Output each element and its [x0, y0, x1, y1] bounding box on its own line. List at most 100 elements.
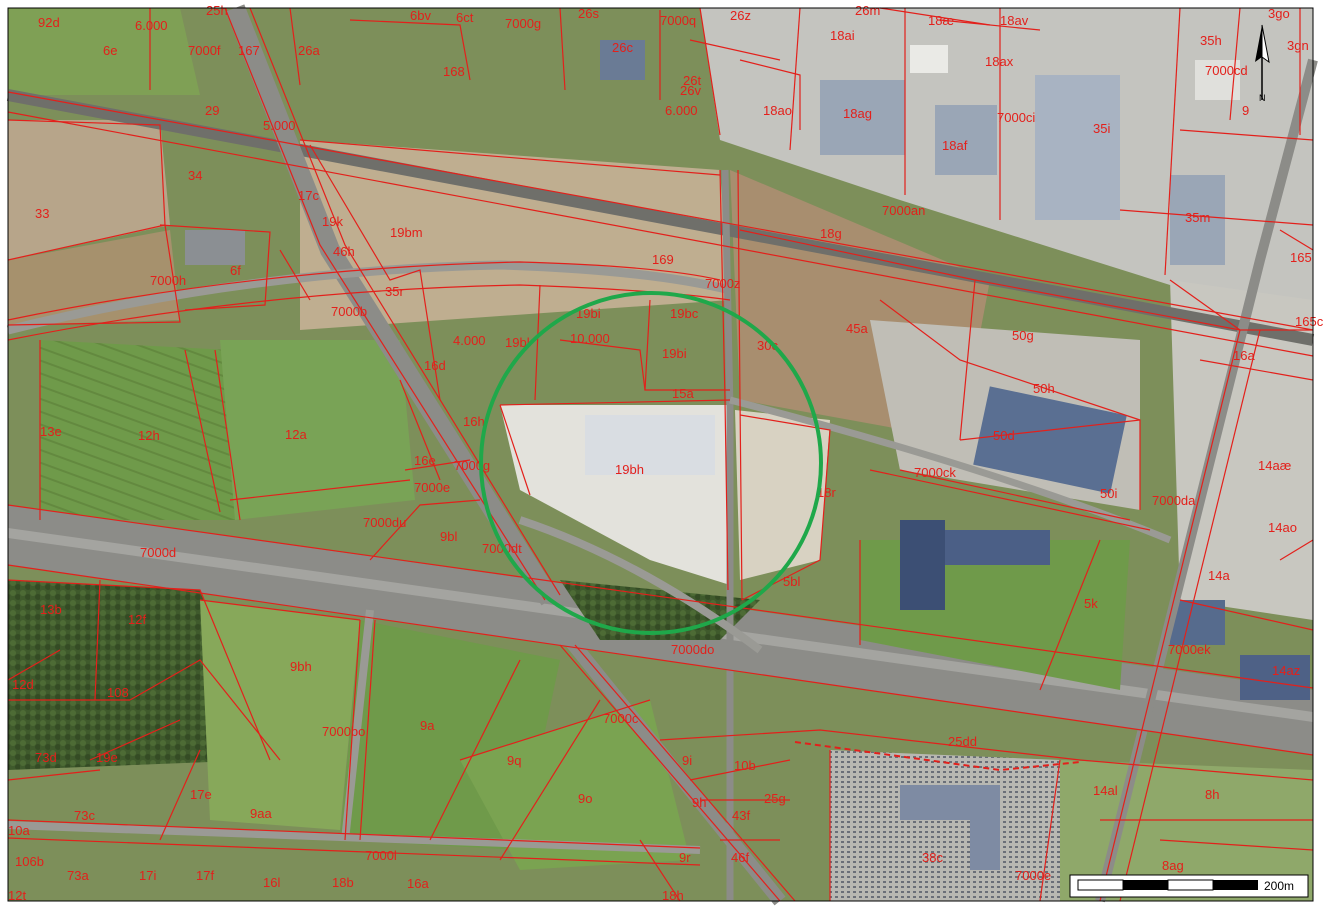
parcel-label: 14ao [1268, 520, 1297, 535]
parcel-label: 18g [820, 226, 842, 241]
parcel-label: 12d [12, 677, 34, 692]
parcel-label: 7000cd [1205, 63, 1248, 78]
parcel-label: 19e [96, 750, 118, 765]
parcel-label: 9aa [250, 806, 272, 821]
parcel-label: 12h [138, 428, 160, 443]
parcel-label: 17e [190, 787, 212, 802]
parcel-label: 9bl [440, 529, 457, 544]
parcel-label: 45a [846, 321, 868, 336]
parcel-label: 13b [40, 602, 62, 617]
parcel-label: 108 [107, 685, 129, 700]
parcel-label: 16l [263, 875, 280, 890]
scale-bar-label: 200m [1264, 879, 1294, 893]
parcel-label: 92d [38, 15, 60, 30]
parcel-label: 7000bo [322, 724, 365, 739]
parcel-label: 19bh [615, 462, 644, 477]
parcel-label: 7000ek [1168, 642, 1211, 657]
aerial-imagery [6, 4, 1318, 906]
parcel-label: 7000f [188, 43, 221, 58]
parcel-label: 15a [672, 386, 694, 401]
parcel-label: 18af [942, 138, 968, 153]
parcel-label: 17f [196, 868, 214, 883]
parcel-label: 43f [732, 808, 750, 823]
parcel-label: 26m [855, 3, 880, 18]
parcel-label: 7000g [505, 16, 541, 31]
parcel-label: 12a [285, 427, 307, 442]
parcel-label: 7000da [1152, 493, 1196, 508]
parcel-label: 14al [1093, 783, 1118, 798]
parcel-label: 17i [139, 868, 156, 883]
parcel-boundaries [7, 7, 1314, 902]
parcel-label: 73d [35, 750, 57, 765]
parcel-label: 14a [1208, 568, 1230, 583]
parcel-label: 7000g [454, 458, 490, 473]
parcel-label: 9h [692, 795, 706, 810]
scale-bar: 200m [1069, 874, 1309, 898]
parcel-label: 73c [74, 808, 95, 823]
parcel-label: 18b [332, 875, 354, 890]
parcel-label: 10a [8, 823, 30, 838]
parcel-label: 9bh [290, 659, 312, 674]
parcel-label: 50d [993, 428, 1015, 443]
parcel-label: 165 [1290, 250, 1312, 265]
parcel-label: 6e [103, 43, 117, 58]
parcel-label: 168 [443, 64, 465, 79]
parcel-label: 16e [414, 453, 436, 468]
parcel-label: 29 [205, 103, 219, 118]
parcel-label: 25g [764, 791, 786, 806]
parcel-label: 3go [1268, 6, 1290, 21]
parcel-label: 7000b [331, 304, 367, 319]
parcel-label: 3gn [1287, 38, 1309, 53]
parcel-label: 50i [1100, 486, 1117, 501]
parcel-label: 25dd [948, 734, 977, 749]
parcel-label: 7000d [140, 545, 176, 560]
parcel-label: 6f [230, 263, 241, 278]
parcel-label: 7000c [603, 711, 639, 726]
parcel-label: 26v [680, 83, 701, 98]
parcel-label: 16h [463, 414, 485, 429]
parcel-label: 7000ci [997, 110, 1035, 125]
parcel-label: 18h [662, 888, 684, 903]
parcel-label: 16a [1233, 348, 1255, 363]
parcel-label: 38c [922, 850, 943, 865]
parcel-label: 14aæ [1258, 458, 1291, 473]
parcel-label: 12t [8, 888, 26, 903]
north-arrow-label: N [1259, 93, 1266, 103]
parcel-label: 16a [407, 876, 429, 891]
parcel-label: 10b [734, 758, 756, 773]
parcel-label: 7000an [882, 203, 925, 218]
parcel-label: 19bl [505, 335, 530, 350]
parcel-label: 19bi [662, 346, 687, 361]
parcel-label: 7000h [150, 273, 186, 288]
parcel-label: 18æ [928, 13, 954, 28]
parcel-label: 9a [420, 718, 435, 733]
parcel-label: 18ag [843, 106, 872, 121]
parcel-label: 7000e [414, 480, 450, 495]
parcel-label: 6ct [456, 10, 474, 25]
parcel-label: 50h [1033, 381, 1055, 396]
parcel-label: 17c [298, 188, 319, 203]
parcel-label: 46h [333, 244, 355, 259]
parcel-label: 18ai [830, 28, 855, 43]
parcel-label: 33 [35, 206, 49, 221]
highlight-circle [479, 291, 823, 635]
parcel-label: 8ag [1162, 858, 1184, 873]
parcel-label: 9 [1242, 103, 1249, 118]
parcel-label: 35r [385, 284, 404, 299]
parcel-label: 4.000 [453, 333, 486, 348]
parcel-label: 35m [1185, 210, 1210, 225]
parcel-label: 50g [1012, 328, 1034, 343]
parcel-label: 30c [757, 338, 778, 353]
parcel-label: 18ax [985, 54, 1014, 69]
parcel-label: 9r [679, 850, 691, 865]
parcel-label: 35h [1200, 33, 1222, 48]
parcel-label: 5k [1084, 596, 1098, 611]
parcel-label: 7000l [365, 848, 397, 863]
parcel-label: 12f [128, 612, 146, 627]
north-arrow-icon: N [1255, 24, 1270, 103]
parcel-label: 169 [652, 252, 674, 267]
parcel-label: 26a [298, 43, 320, 58]
